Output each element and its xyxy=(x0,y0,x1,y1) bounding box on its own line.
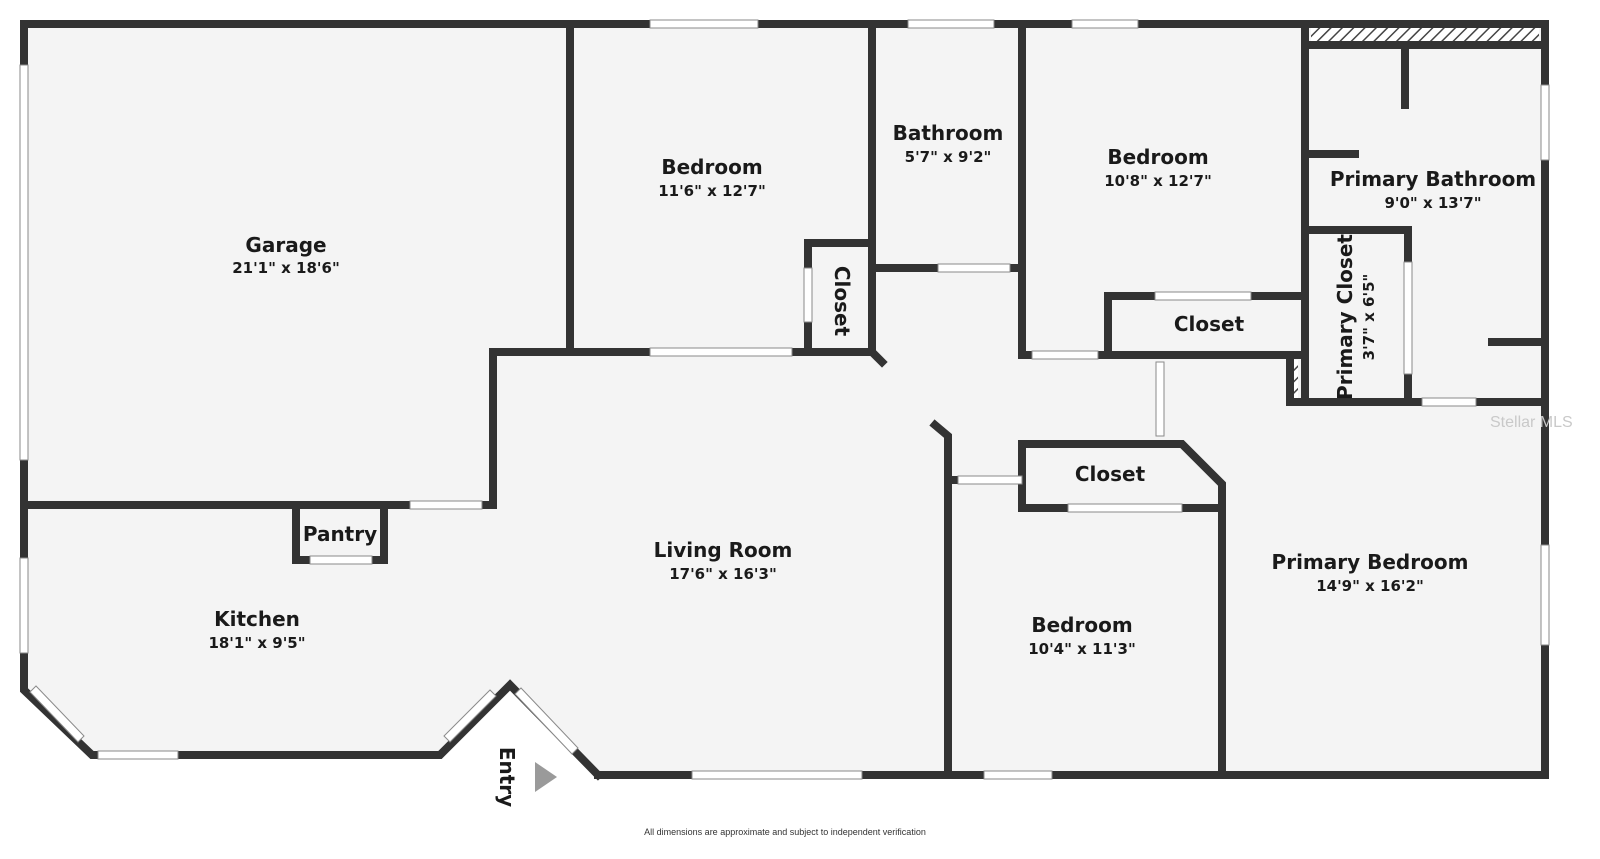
room-name-bathroom: Bathroom xyxy=(893,121,1004,145)
room-dim-primary-bedroom: 14'9" x 16'2" xyxy=(1316,577,1424,595)
room-name-kitchen: Kitchen xyxy=(214,607,300,631)
room-name-garage: Garage xyxy=(245,233,326,257)
room-dim-bedroom-top-left: 11'6" x 12'7" xyxy=(658,182,766,200)
floor-area xyxy=(24,24,1545,775)
entry-arrow-icon xyxy=(535,762,557,792)
entry-label: Entry xyxy=(495,747,519,807)
door-openings xyxy=(309,261,1477,565)
room-dim-kitchen: 18'1" x 9'5" xyxy=(208,634,305,652)
vent-hatch xyxy=(1311,28,1539,42)
room-dim-garage: 21'1" x 18'6" xyxy=(232,259,340,277)
windows xyxy=(19,19,1550,780)
room-name-closet-right: Closet xyxy=(1174,312,1245,336)
room-name-primary-closet: Primary Closet xyxy=(1333,234,1357,400)
room-name-closet-left: Closet xyxy=(830,266,854,337)
room-dim-bathroom: 5'7" x 9'2" xyxy=(905,148,992,166)
room-dim-primary-bathroom: 9'0" x 13'7" xyxy=(1384,194,1481,212)
room-name-closet-center: Closet xyxy=(1075,462,1146,486)
room-dim-primary-closet: 3'7" x 6'5" xyxy=(1360,274,1378,361)
room-dim-bedroom-top-right: 10'8" x 12'7" xyxy=(1104,172,1212,190)
interior-walls xyxy=(20,20,1549,779)
watermark: Stellar MLS xyxy=(1490,414,1573,431)
room-dim-bedroom-bottom: 10'4" x 11'3" xyxy=(1028,640,1136,658)
room-name-bedroom-top-left: Bedroom xyxy=(661,155,762,179)
room-name-living-room: Living Room xyxy=(654,538,793,562)
disclaimer-text: All dimensions are approximate and subje… xyxy=(644,827,926,837)
room-name-primary-bedroom: Primary Bedroom xyxy=(1272,550,1469,574)
room-name-primary-bathroom: Primary Bathroom xyxy=(1330,167,1536,191)
exterior-wall xyxy=(20,20,1549,781)
room-name-bedroom-top-right: Bedroom xyxy=(1107,145,1208,169)
room-labels: Garage 21'1" x 18'6" Bedroom 11'6" x 12'… xyxy=(208,121,1536,658)
room-name-pantry: Pantry xyxy=(303,522,377,546)
room-name-bedroom-bottom: Bedroom xyxy=(1031,613,1132,637)
room-dim-living-room: 17'6" x 16'3" xyxy=(669,565,777,583)
